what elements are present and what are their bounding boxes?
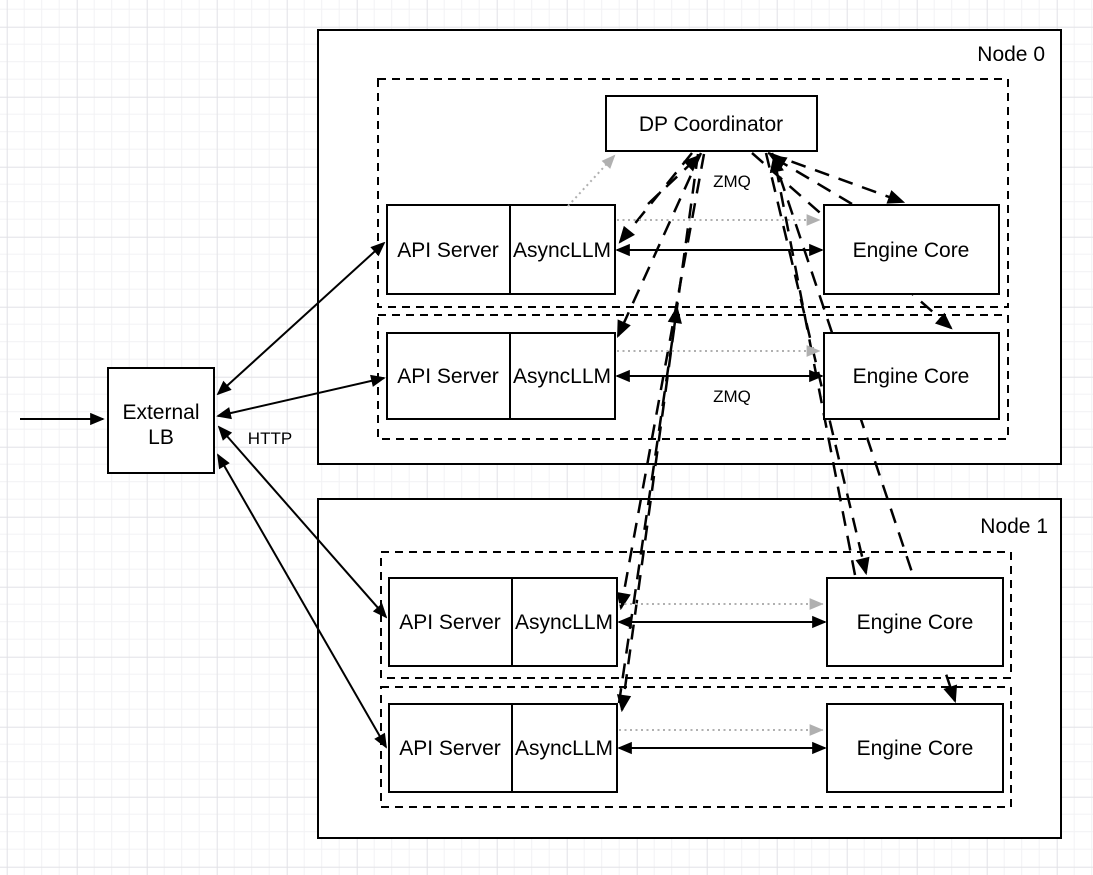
solid-links <box>20 243 825 748</box>
node1-label: Node 1 <box>980 515 1048 538</box>
engine-core-label-n0r1: Engine Core <box>853 239 970 262</box>
external-lb-label-line1: External <box>122 401 199 424</box>
frontend-box-n1r2 <box>388 703 618 793</box>
link-lb-api-n0r2 <box>218 378 384 416</box>
engine-core-label-n0r2: Engine Core <box>853 365 970 388</box>
frontend-box-n0r1 <box>386 204 616 295</box>
engine-core-label-n1r1: Engine Core <box>857 611 974 634</box>
dotted-asyncllm-n0r1-to-coordinator <box>567 154 616 207</box>
http-edge-label: HTTP <box>248 429 292 448</box>
link-lb-api-n1r2 <box>218 455 386 747</box>
dp-coordinator-label: DP Coordinator <box>639 113 783 136</box>
asyncllm-label-n0r2: AsyncLLM <box>513 365 611 388</box>
link-coordinator-to-enginecore-n1r1 <box>764 152 866 573</box>
frontend-box-n1r1 <box>388 577 618 667</box>
zmq-row-edge-label: ZMQ <box>713 387 751 406</box>
engine-core-label-n1r2: Engine Core <box>857 737 974 760</box>
diagram-labels: Node 0 Node 1 DP Coordinator External LB… <box>122 43 1048 760</box>
frontend-box-n0r2 <box>386 332 616 420</box>
asyncllm-label-n0r1: AsyncLLM <box>513 239 611 262</box>
link-lb-api-n0r1 <box>218 243 384 394</box>
link-enginecore-n1r1-to-coordinator <box>774 157 857 576</box>
link-coordinator-to-asyncllm-n0r1 <box>620 152 693 242</box>
api-server-label-n0r2: API Server <box>397 365 499 388</box>
external-lb-box <box>107 367 215 474</box>
shape-boxes <box>107 95 1004 793</box>
engine-core-box-n1r1 <box>826 577 1004 667</box>
link-coordinator-to-asyncllm-n1r2 <box>622 153 700 710</box>
node0-replica0-group <box>377 78 1009 308</box>
zmq-coordinator-edge-label: ZMQ <box>713 172 751 191</box>
gray-dotted-links <box>567 154 824 736</box>
asyncllm-label-n1r1: AsyncLLM <box>515 611 613 634</box>
link-enginecore-n0r1-to-coordinator <box>771 156 853 206</box>
external-lb-label-line2: LB <box>148 426 174 449</box>
node1-replica1-group <box>380 686 1012 808</box>
engine-core-box-n0r2 <box>823 332 1000 420</box>
api-server-label-n1r1: API Server <box>399 611 501 634</box>
api-server-label-n1r2: API Server <box>399 737 501 760</box>
node0-label: Node 0 <box>977 43 1045 66</box>
engine-core-box-n0r1 <box>823 204 1000 295</box>
dp-coordinator-box <box>605 95 818 152</box>
asyncllm-label-n1r2: AsyncLLM <box>515 737 613 760</box>
api-server-label-n0r1: API Server <box>397 239 499 262</box>
engine-core-box-n1r2 <box>826 703 1004 793</box>
